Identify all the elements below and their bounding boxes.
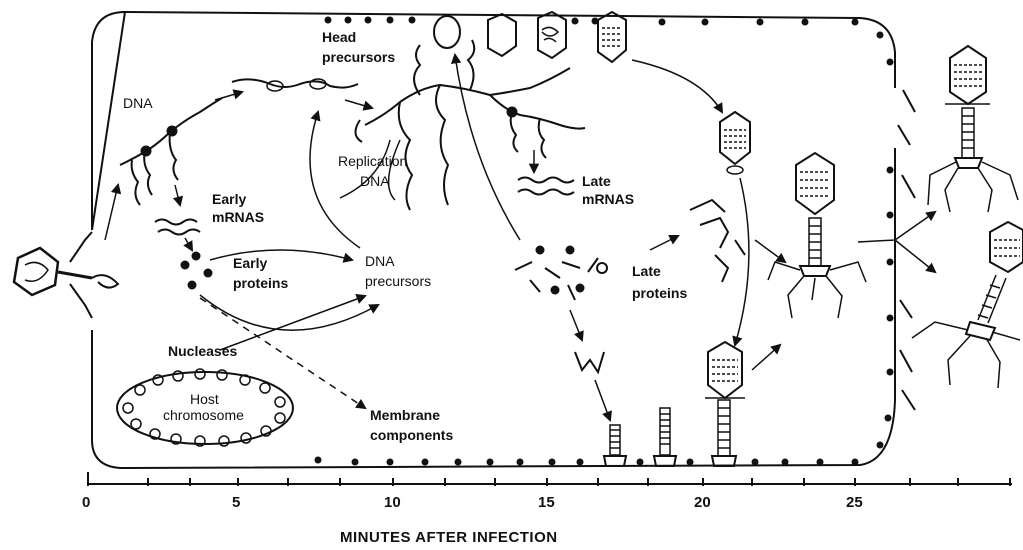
released-phage-lower-icon: [912, 222, 1023, 388]
late-protein-fragments-left: [515, 246, 607, 301]
late-protein-fibers: [690, 200, 745, 282]
label-late-mrnas-2: mRNAS: [582, 191, 634, 207]
phage-tails-assembling: [604, 408, 676, 466]
label-host-chromosome-2: chromosome: [163, 407, 244, 423]
tick-label-0: 0: [82, 494, 90, 511]
label-head-precursors-1: Head: [322, 29, 356, 45]
label-late-proteins-2: proteins: [632, 285, 687, 301]
label-replication-1: Replication: [338, 153, 407, 169]
label-late-proteins-1: Late: [632, 263, 661, 279]
time-axis: [88, 472, 1012, 486]
label-dna-precursors-2: precursors: [365, 273, 431, 289]
tick-label-20: 20: [694, 494, 711, 511]
label-early-proteins-2: proteins: [233, 275, 288, 291]
baseplate-fragment-icon: [575, 352, 604, 372]
label-membrane-2: components: [370, 427, 453, 443]
early-mrnas: [155, 220, 200, 235]
tick-label-15: 15: [538, 494, 555, 511]
label-early-mrnas-1: Early: [212, 191, 246, 207]
label-dna-precursors-1: DNA: [365, 253, 395, 269]
label-head-precursors-2: precursors: [322, 49, 395, 65]
axis-title: MINUTES AFTER INFECTION: [340, 529, 558, 546]
label-replication-2: DNA: [360, 173, 390, 189]
infecting-phage-icon: [14, 232, 118, 318]
early-proteins-dots: [181, 252, 213, 290]
tick-label-5: 5: [232, 494, 240, 511]
membrane-dots: [315, 17, 894, 466]
label-early-proteins-1: Early: [233, 255, 267, 271]
complete-phage-icon: [768, 153, 866, 318]
assembled-phage-bottom-icon: [705, 342, 745, 466]
tick-label-10: 10: [384, 494, 401, 511]
head-precursors-row: [434, 12, 626, 62]
released-phage-upper-icon: [928, 46, 1018, 212]
label-membrane-1: Membrane: [370, 407, 440, 423]
label-late-mrnas-1: Late: [582, 173, 611, 189]
replicating-dna: [232, 79, 358, 91]
late-mrnas: [518, 178, 574, 195]
label-nucleases: Nucleases: [168, 343, 237, 359]
label-dna: DNA: [123, 95, 153, 111]
filled-head-icon: [720, 112, 750, 174]
label-early-mrnas-2: mRNAS: [212, 209, 264, 225]
label-host-chromosome-1: Host: [190, 391, 219, 407]
early-dna-strands: [120, 98, 222, 205]
tick-label-25: 25: [846, 494, 863, 511]
